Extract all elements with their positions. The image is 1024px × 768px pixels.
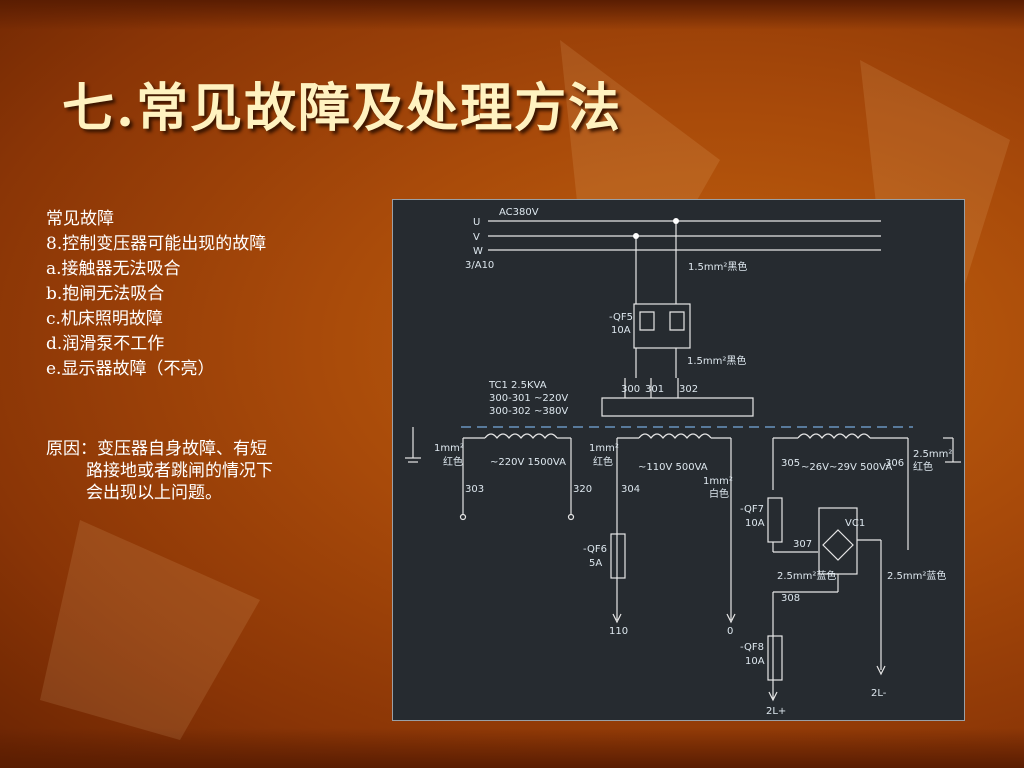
node-307: 307 [793, 539, 812, 550]
qf5-rating: 10A [611, 325, 631, 336]
tc1-tap-b: 300-302 ~380V [489, 406, 568, 417]
background-bottom-shade [0, 728, 1024, 768]
fault-list-item: e.显示器故障（不亮） [46, 359, 215, 379]
output-110: 110 [609, 626, 628, 637]
phase-u-label: U [473, 217, 480, 228]
qf6-rating: 5A [589, 558, 602, 569]
wire-4-size: 2.5mm² [913, 449, 952, 460]
phase-v-label: V [473, 232, 480, 243]
node-320: 320 [573, 484, 592, 495]
supply-label: AC380V [499, 207, 539, 218]
wire-2-color: 红色 [593, 455, 613, 468]
qf7-label: -QF7 [740, 504, 764, 515]
vc1-label: VC1 [845, 518, 865, 529]
terminal-302: 302 [679, 384, 698, 395]
qf8-rating: 10A [745, 656, 765, 667]
qf5-label: -QF5 [609, 312, 633, 323]
phase-w-label: W [473, 246, 483, 257]
wire-1-color: 红色 [443, 455, 463, 468]
tc1-label: TC1 2.5KVA [488, 380, 547, 391]
node-308: 308 [781, 593, 800, 604]
wire-top-label: 1.5mm²黑色 [688, 260, 747, 273]
output-2l-plus: 2L+ [766, 706, 786, 717]
cause-line: 会出现以上问题。 [86, 483, 222, 503]
output-0: 0 [727, 626, 733, 637]
fault-list-item: a.接触器无法吸合 [46, 259, 181, 279]
fault-list-heading: 常见故障 [46, 209, 114, 229]
cause-line: 原因：变压器自身故障、有短 [46, 439, 267, 459]
fault-list-item: c.机床照明故障 [46, 309, 163, 329]
node-306: 306 [885, 458, 904, 469]
qf8-label: -QF8 [740, 642, 764, 653]
secondary-1-label: ~220V 1500VA [490, 457, 566, 468]
wire-1-size: 1mm² [434, 443, 464, 454]
terminal-300: 300 [621, 384, 640, 395]
wire-left-label: 2.5mm²蓝色 [777, 569, 836, 582]
wire-4-color: 红色 [913, 460, 933, 473]
secondary-2-label: ~110V 500VA [638, 462, 708, 473]
output-2l-minus: 2L- [871, 688, 887, 699]
fault-list-item: d.润滑泵不工作 [46, 334, 165, 354]
wire-3-size: 1mm² [703, 476, 733, 487]
background-top-shade [0, 0, 1024, 30]
circuit-diagram-svg: AC380V U V W 3/A10 1.5mm²黑色 1.5mm²黑色 -QF… [405, 207, 961, 717]
wire-right-label: 2.5mm²蓝色 [887, 569, 946, 582]
wire-2-size: 1mm² [589, 443, 619, 454]
secondary-3-label: ~26V~29V 500VA [801, 462, 892, 473]
wire-mid-label: 1.5mm²黑色 [687, 354, 746, 367]
fault-list-item: 8.控制变压器可能出现的故障 [46, 234, 267, 254]
tap-label: 3/A10 [465, 260, 494, 271]
node-303: 303 [465, 484, 484, 495]
qf7-rating: 10A [745, 518, 765, 529]
cause-paragraph: 原因：变压器自身故障、有短 路接地或者跳闸的情况下 会出现以上问题。 [46, 438, 346, 504]
circuit-diagram: AC380V U V W 3/A10 1.5mm²黑色 1.5mm²黑色 -QF… [392, 199, 965, 721]
fault-list-item: b.抱闸无法吸合 [46, 284, 165, 304]
qf6-label: -QF6 [583, 544, 607, 555]
node-305: 305 [781, 458, 800, 469]
node-304: 304 [621, 484, 640, 495]
slide-title: 七.常见故障及处理方法 [62, 78, 623, 139]
fault-list: 常见故障 8.控制变压器可能出现的故障 a.接触器无法吸合 b.抱闸无法吸合 c… [46, 207, 346, 382]
cause-line: 路接地或者跳闸的情况下 [86, 461, 273, 481]
terminal-301: 301 [645, 384, 664, 395]
tc1-tap-a: 300-301 ~220V [489, 393, 568, 404]
wire-3-color: 白色 [709, 487, 729, 500]
